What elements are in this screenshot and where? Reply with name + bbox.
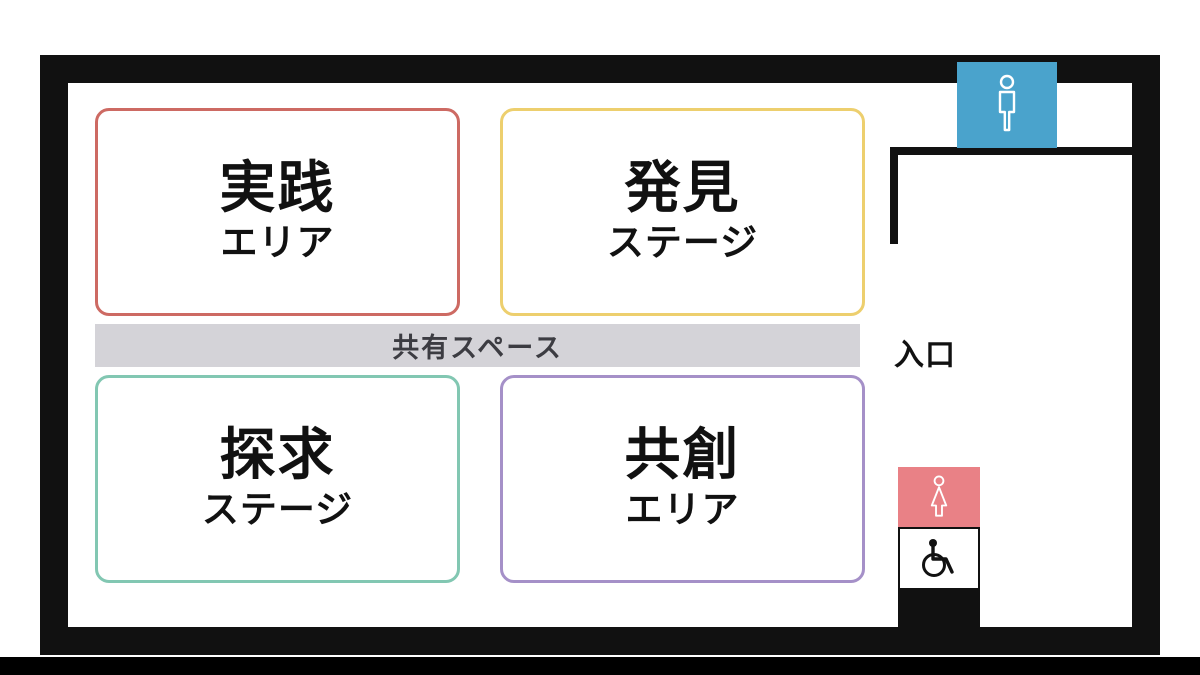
mens-restroom-sign: [957, 62, 1057, 148]
shared-space-band: 共有スペース: [95, 324, 860, 367]
shared-space-label: 共有スペース: [392, 333, 563, 364]
male-icon: [987, 74, 1027, 136]
interior-wall-vertical: [890, 147, 898, 244]
room-subtitle: ステージ: [606, 221, 759, 265]
room-subtitle: エリア: [625, 488, 740, 532]
room-practice-area: 実践 エリア: [95, 108, 460, 316]
room-subtitle: エリア: [220, 221, 335, 265]
restroom-wall-horizontal: [890, 147, 1134, 155]
female-icon: [922, 474, 956, 520]
building-outer-wall: [40, 55, 1160, 655]
room-title: 発見: [624, 156, 741, 222]
bottom-bar: [0, 657, 1200, 675]
wall-block: [898, 590, 980, 630]
womens-restroom-sign: [898, 467, 980, 527]
wheelchair-icon: [917, 537, 961, 581]
room-subtitle: ステージ: [201, 488, 354, 532]
room-cocreation-area: 共創 エリア: [500, 375, 865, 583]
room-title: 探求: [219, 423, 336, 489]
room-exploration-stage: 探求 ステージ: [95, 375, 460, 583]
room-title: 実践: [219, 156, 336, 222]
entrance-label: 入口: [894, 338, 956, 373]
accessible-restroom-sign: [898, 527, 980, 590]
room-title: 共創: [624, 423, 741, 489]
room-discovery-stage: 発見 ステージ: [500, 108, 865, 316]
